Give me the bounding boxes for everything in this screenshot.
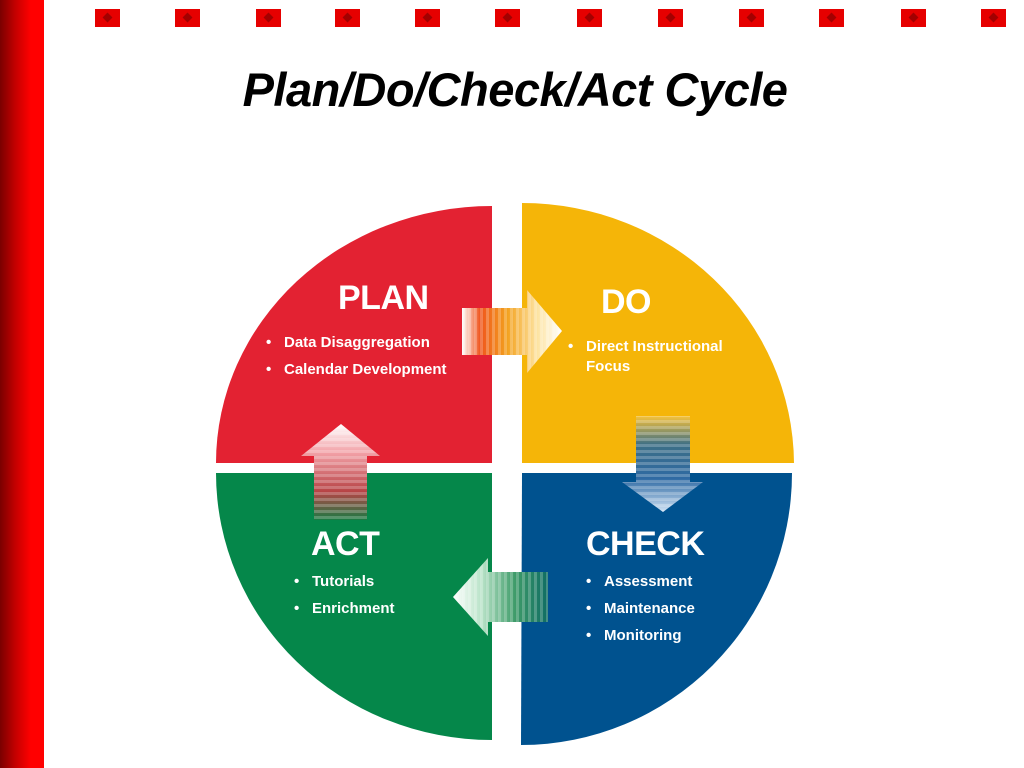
do-quadrant [522, 203, 794, 463]
decor-square [415, 9, 440, 27]
check-to-act-arrow [453, 558, 548, 636]
plan-bullet-list: Data Disaggregation Calendar Development [265, 329, 447, 383]
act-bullet-list: Tutorials Enrichment [293, 568, 395, 622]
decor-square [901, 9, 926, 27]
decor-square [819, 9, 844, 27]
side-bar [0, 0, 44, 768]
check-title: CHECK [586, 525, 705, 563]
act-title: ACT [311, 525, 380, 563]
act-bullet-item: Enrichment [293, 595, 395, 622]
plan-bullet-item: Calendar Development [265, 356, 447, 383]
do-bullet-list: Direct Instructional Focus [567, 337, 757, 377]
page-title: Plan/Do/Check/Act Cycle [242, 63, 788, 116]
decor-square [981, 9, 1006, 27]
top-decoration-strip [95, 9, 1011, 29]
plan-bullet-item: Data Disaggregation [265, 329, 447, 356]
decor-square [335, 9, 360, 27]
decor-square [256, 9, 281, 27]
plan-title: PLAN [338, 279, 429, 317]
check-bullet-list: Assessment Maintenance Monitoring [585, 568, 695, 649]
check-bullet-item: Maintenance [585, 595, 695, 622]
decor-square [658, 9, 683, 27]
decor-square [175, 9, 200, 27]
check-bullet-item: Monitoring [585, 622, 695, 649]
decor-square [495, 9, 520, 27]
act-to-plan-arrow [301, 424, 380, 520]
check-bullet-item: Assessment [585, 568, 695, 595]
plan-to-do-arrow [462, 290, 562, 373]
do-to-check-arrow [622, 416, 703, 512]
decor-square [739, 9, 764, 27]
do-bullet-item: Direct Instructional Focus [567, 337, 757, 377]
act-bullet-item: Tutorials [293, 568, 395, 595]
decor-square [577, 9, 602, 27]
do-title: DO [601, 283, 652, 321]
decor-square [95, 9, 120, 27]
